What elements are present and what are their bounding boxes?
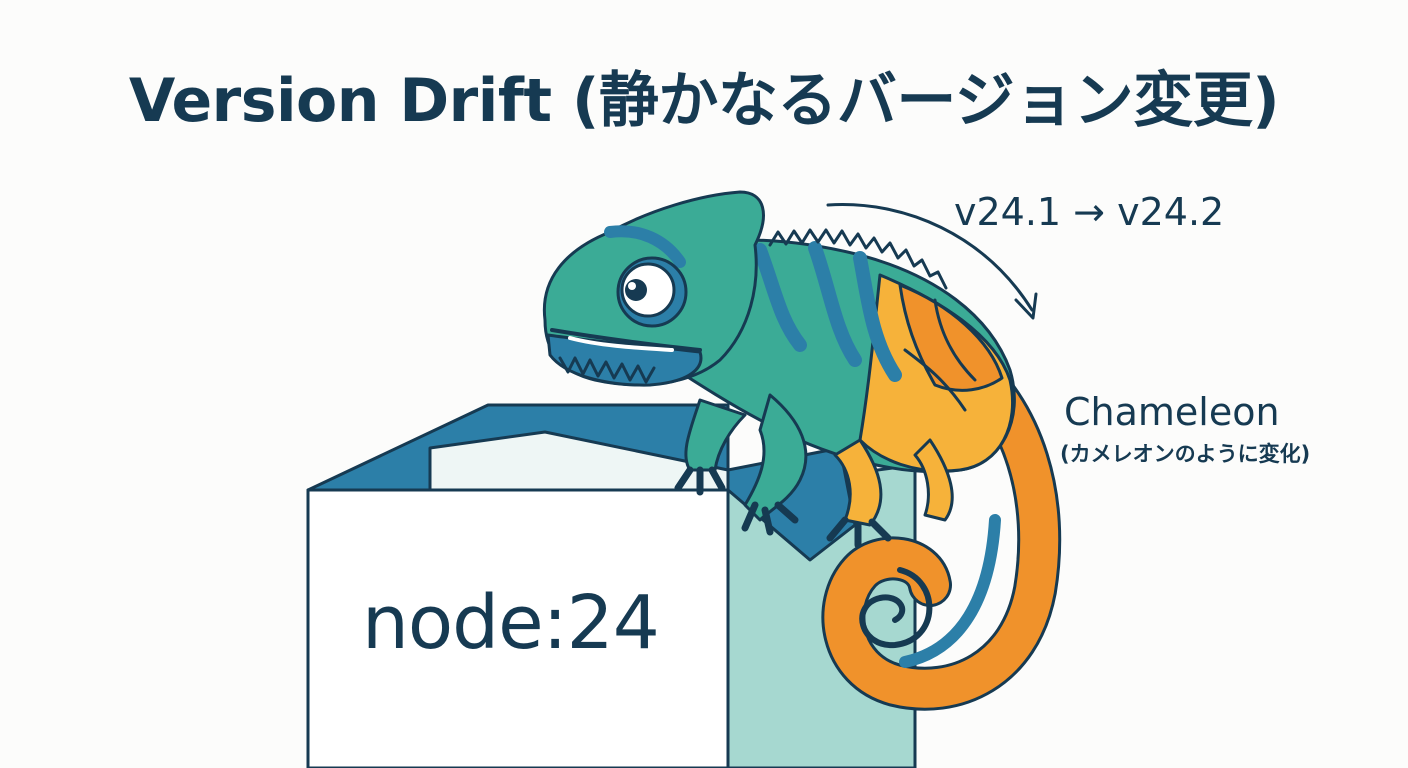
page-title: Version Drift (静かなるバージョン変更) (128, 66, 1280, 136)
chameleon-name-label: Chameleon (1064, 390, 1280, 434)
chameleon-tail (821, 338, 1062, 711)
version-arrow (826, 203, 1038, 320)
chameleon-legs (674, 393, 954, 549)
chameleon-head (542, 190, 765, 387)
box-front-face (306, 488, 730, 768)
chameleon-eye (616, 256, 688, 328)
version-change-label: v24.1 → v24.2 (954, 190, 1225, 234)
chameleon-subtitle-label: (カメレオンのように変化) (1060, 442, 1311, 466)
container-box (306, 403, 917, 768)
box-label: node:24 (362, 580, 660, 666)
